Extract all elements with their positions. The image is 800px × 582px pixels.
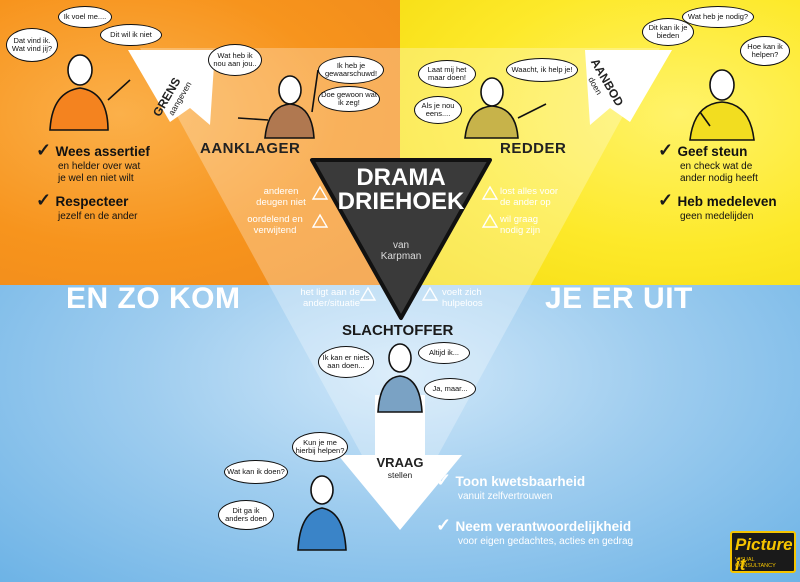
advice-bottom-1: ✓ Toon kwetsbaarheid vanuit zelfvertrouw… <box>436 470 586 502</box>
speech-bubble-tl-2: Dat vind ik. Wat vind jij? <box>6 28 58 62</box>
vraag-arrow <box>338 395 462 530</box>
speech-bubble-aanklager-2: Ik heb je gewaarschuwd! <box>318 56 384 84</box>
attribution-line2: Karpman <box>380 251 422 262</box>
speech-bubble-redder-2: Waacht, ik help je! <box>506 58 578 82</box>
advice-right-2: ✓ Heb medeleven geen medelijden <box>658 190 777 222</box>
attribution-line1: van <box>392 240 410 251</box>
speech-bubble-tr-2: Wat heb je nodig? <box>682 6 754 28</box>
banner-left: EN ZO KOM <box>66 282 241 315</box>
check-icon: ✓ <box>436 515 452 535</box>
drama-triangle <box>310 158 492 320</box>
check-icon: ✓ <box>436 470 452 490</box>
grens-arrow <box>128 50 215 125</box>
check-icon: ✓ <box>36 190 52 210</box>
role-slachtoffer: SLACHTOFFER <box>342 322 454 339</box>
aanbod-arrow <box>585 50 672 125</box>
figure-redder <box>464 77 547 139</box>
warning-icon <box>311 185 499 301</box>
speech-bubble-slachtoffer-3: Ja, maar... <box>424 378 476 400</box>
role-aanklager: AANKLAGER <box>200 140 301 157</box>
role-redder: REDDER <box>500 140 567 157</box>
diagram-title-line2: DRIEHOEK <box>337 188 465 215</box>
advice-right-1: ✓ Geef steun en check wat de ander nodig… <box>658 140 758 184</box>
speech-bubble-slachtoffer-2: Altijd ik... <box>418 342 470 364</box>
speech-bubble-tr-3: Hoe kan ik helpen? <box>740 36 790 66</box>
check-icon: ✓ <box>658 140 674 160</box>
speech-bubble-tr-1: Dit kan ik je bieden <box>642 18 694 46</box>
check-icon: ✓ <box>36 140 52 160</box>
check-icon: ✓ <box>658 190 674 210</box>
yellow-quadrant <box>400 0 800 285</box>
speech-bubble-bottom-3: Dit ga ik anders doen <box>218 500 274 530</box>
advice-left-2: ✓ Respecteer jezelf en de ander <box>36 190 138 222</box>
figure-slachtoffer <box>377 343 423 413</box>
figure-left <box>49 54 131 131</box>
advice-bottom-2: ✓ Neem verantwoordelijkheid voor eigen g… <box>436 515 634 547</box>
speech-bubble-redder-1: Laat mij het maar doen! <box>418 60 476 88</box>
speech-bubble-aanklager-3: Doe gewoon wat ik zeg! <box>318 86 380 112</box>
speech-bubble-bottom-1: Kun je me hierbij helpen? <box>292 432 348 462</box>
speech-bubble-slachtoffer-1: Ik kan er niets aan doen... <box>318 346 374 378</box>
figure-aanklager <box>237 69 319 139</box>
banner-right: JE ER UIT <box>545 282 693 315</box>
figure-bottom <box>297 475 347 551</box>
speech-bubble-tl-3: Dit wil ik niet <box>100 24 162 46</box>
vraag-label: VRAAG stellen <box>376 455 424 480</box>
diagram-title-line1: DRAMA <box>356 164 446 191</box>
advice-left-1: ✓ Wees assertief en helder over wat je w… <box>36 140 150 184</box>
speech-bubble-aanklager-1: Wat heb ik nou aan jou.. <box>208 44 262 76</box>
figure-right <box>689 69 755 141</box>
speech-bubble-redder-3: Als je nou eens.... <box>414 96 462 124</box>
picture-it-logo: Picture it VISUAL CONSULTANCY <box>730 531 796 574</box>
speech-bubble-bottom-2: Wat kan ik doen? <box>224 460 288 484</box>
speech-bubble-tl-1: Ik voel me.... <box>58 6 112 28</box>
orange-quadrant <box>0 0 400 285</box>
